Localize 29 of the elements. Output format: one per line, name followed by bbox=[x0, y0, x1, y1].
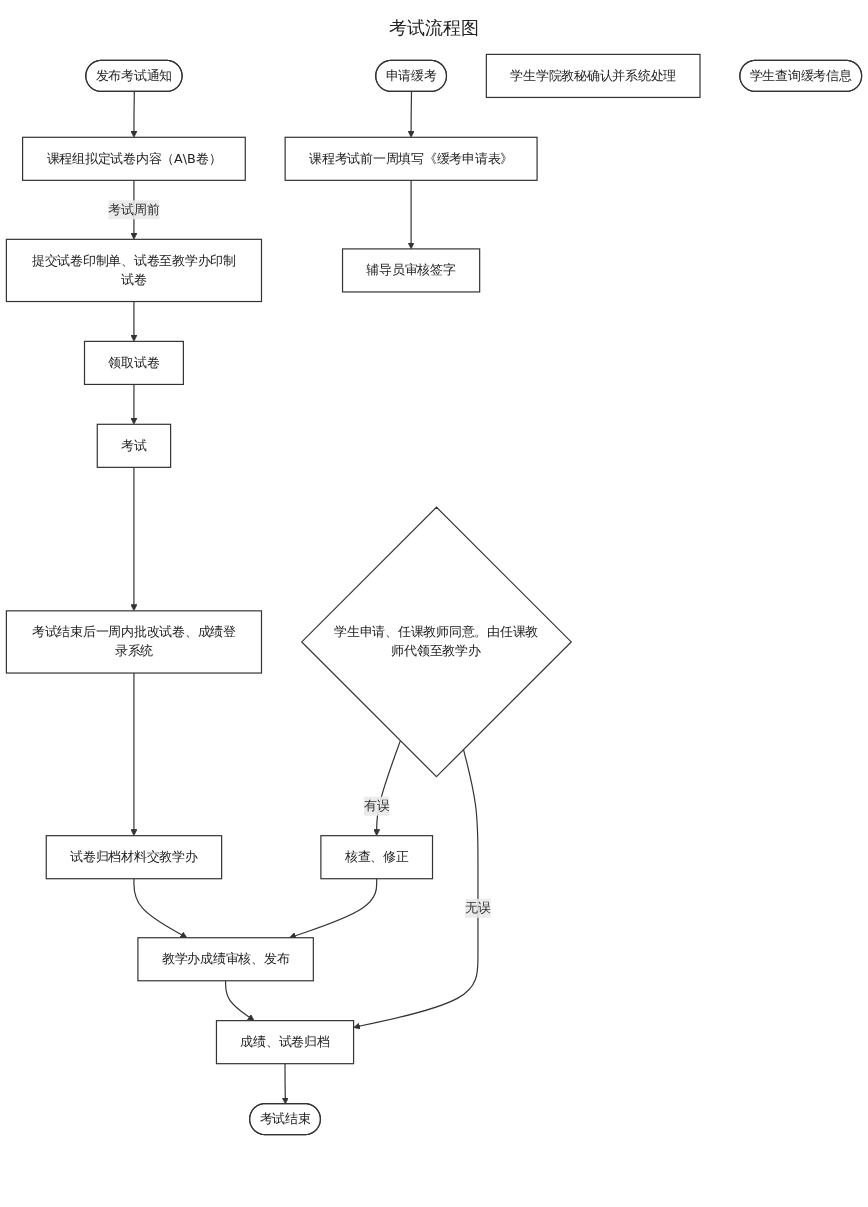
arrow bbox=[353, 748, 479, 1030]
node-box: 考试 bbox=[96, 423, 172, 468]
node-diamond: 学生申请、任课教师同意。由任课教师代领至教学办 bbox=[300, 506, 573, 778]
node-box: 辅导员审核签字 bbox=[341, 248, 481, 293]
node-box: 课程组拟定试卷内容（A\B卷） bbox=[22, 136, 246, 181]
arrow bbox=[407, 91, 415, 138]
arrow bbox=[133, 878, 188, 939]
arrow bbox=[130, 300, 138, 342]
node-box: 课程考试前一周填写《缓考申请表》 bbox=[284, 136, 538, 181]
edge-label: 无误 bbox=[465, 900, 491, 916]
node-box: 教学办成绩审核、发布 bbox=[137, 937, 314, 982]
node-box: 提交试卷印制单、试卷至教学办印制试卷 bbox=[5, 238, 263, 303]
arrow bbox=[281, 1063, 289, 1105]
arrow bbox=[225, 980, 255, 1021]
edge-label: 有误 bbox=[363, 798, 390, 814]
node-box: 学生学院教秘确认并系统处理 bbox=[485, 53, 701, 99]
node-box: 试卷归档材料交教学办 bbox=[45, 835, 223, 880]
arrow bbox=[407, 179, 415, 250]
diagram-title: 考试流程图 bbox=[388, 16, 480, 40]
arrow bbox=[289, 878, 378, 939]
arrow bbox=[130, 383, 138, 425]
node-box: 核查、修正 bbox=[320, 835, 434, 880]
arrow bbox=[130, 466, 138, 612]
arrow bbox=[130, 672, 138, 836]
node-box: 考试结束后一周内批改试卷、成绩登录系统 bbox=[5, 610, 263, 674]
node-box: 成绩、试卷归档 bbox=[215, 1020, 355, 1065]
node-box: 领取试卷 bbox=[83, 340, 184, 386]
arrow bbox=[130, 91, 138, 138]
edge-label: 考试周前 bbox=[108, 201, 160, 218]
